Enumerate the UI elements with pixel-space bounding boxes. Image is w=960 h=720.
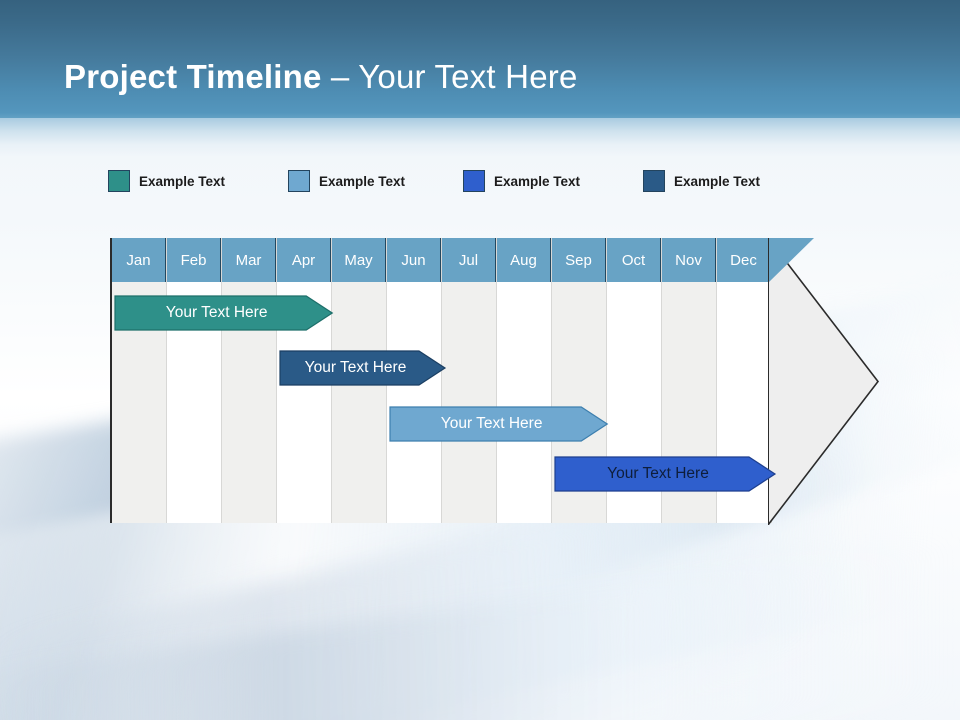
legend-swatch-icon [288, 170, 310, 192]
legend-item-label: Example Text [494, 173, 581, 189]
timeline-bar-label: Your Text Here [304, 359, 407, 376]
month-header-label: Apr [291, 251, 316, 269]
month-header-label: Jun [401, 251, 426, 269]
month-header-sep[interactable]: Sep [552, 238, 606, 282]
month-header-aug[interactable]: Aug [497, 238, 551, 282]
month-header-jul[interactable]: Jul [442, 238, 496, 282]
timeline-column-jul: Jul [442, 238, 497, 523]
month-header-feb[interactable]: Feb [167, 238, 221, 282]
timeline-bar-4[interactable]: Your Text Here [554, 456, 777, 492]
timeline-bar-2[interactable]: Your Text Here [279, 350, 447, 386]
month-header-mar[interactable]: Mar [222, 238, 276, 282]
timeline-column-may: May [332, 238, 387, 523]
header-band [0, 0, 960, 128]
month-header-label: Mar [235, 251, 262, 269]
timeline-bar-3[interactable]: Your Text Here [389, 406, 609, 442]
timeline-bar-1[interactable]: Your Text Here [114, 295, 334, 331]
month-header-label: Sep [565, 251, 592, 269]
timeline-bar-label: Your Text Here [607, 465, 709, 482]
legend-item-4[interactable]: Example Text [643, 168, 760, 194]
timeline-column-mar: Mar [222, 238, 277, 523]
timeline-bar-label: Your Text Here [440, 415, 543, 432]
month-header-apr[interactable]: Apr [277, 238, 331, 282]
legend-item-label: Example Text [139, 173, 226, 189]
month-header-label: Jul [458, 251, 479, 269]
month-header-nov[interactable]: Nov [662, 238, 716, 282]
legend-item-3[interactable]: Example Text [463, 168, 580, 194]
page-title-bold: Project Timeline [64, 58, 322, 95]
month-header-jan[interactable]: Jan [112, 238, 166, 282]
month-header-label: May [344, 251, 373, 269]
timeline-column-jan: Jan [112, 238, 167, 523]
month-header-label: Aug [510, 251, 537, 269]
timeline-bar-label: Your Text Here [165, 304, 268, 321]
legend-item-2[interactable]: Example Text [288, 168, 405, 194]
legend-item-label: Example Text [674, 173, 761, 189]
legend-swatch-icon [643, 170, 665, 192]
timeline-chart: Jan Feb Mar Apr May Jun Jul Aug Sep Oct Nov Dec You… [110, 238, 880, 525]
timeline-arrow-head [768, 238, 880, 525]
month-header-dec[interactable]: Dec [717, 238, 771, 282]
month-header-label: Feb [180, 251, 207, 269]
month-header-label: Nov [675, 251, 702, 269]
month-header-may[interactable]: May [332, 238, 386, 282]
legend-swatch-icon [463, 170, 485, 192]
month-header-label: Dec [730, 251, 757, 269]
timeline-column-feb: Feb [167, 238, 222, 523]
legend-swatch-icon [108, 170, 130, 192]
timeline-column-aug: Aug [497, 238, 552, 523]
legend-item-label: Example Text [319, 173, 406, 189]
month-header-label: Jan [126, 251, 151, 269]
month-header-oct[interactable]: Oct [607, 238, 661, 282]
month-header-jun[interactable]: Jun [387, 238, 441, 282]
page-title: Project Timeline – Your Text Here [64, 58, 578, 96]
legend: Example Text Example Text Example Text Exam… [108, 168, 868, 194]
header-fade [0, 118, 960, 156]
page-title-rest: – Your Text Here [321, 58, 578, 95]
month-header-label: Oct [621, 251, 646, 269]
legend-item-1[interactable]: Example Text [108, 168, 225, 194]
